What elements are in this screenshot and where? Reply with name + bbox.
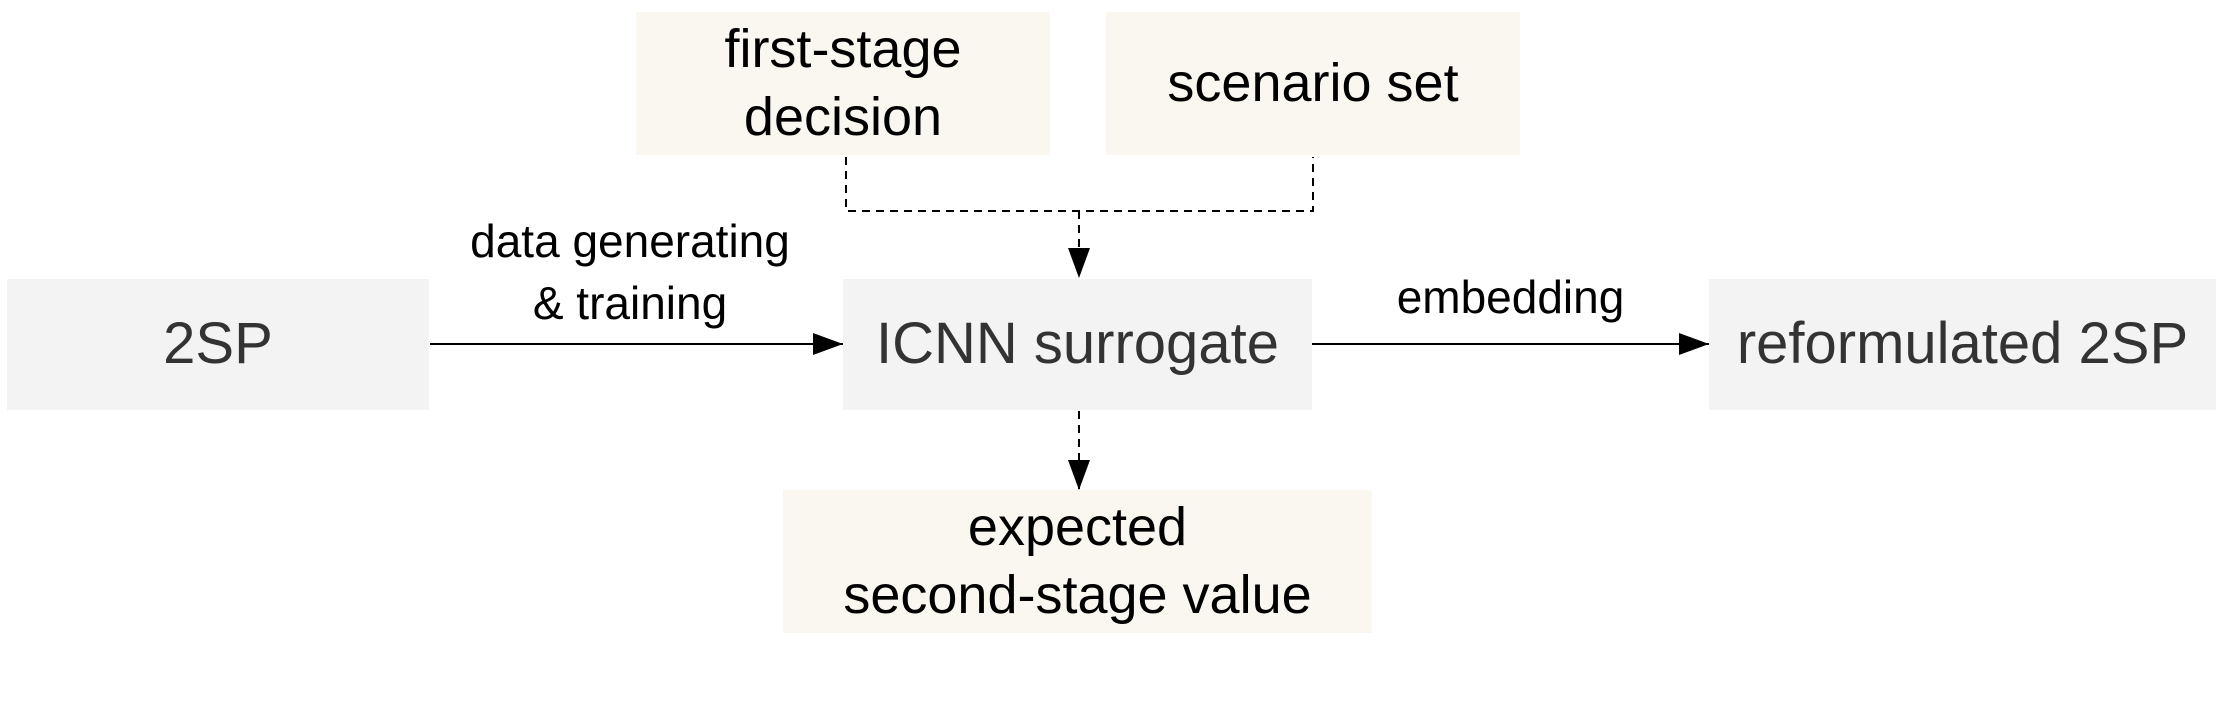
node-reformulated-2sp-label: reformulated 2SP — [1736, 311, 2189, 377]
edge-label-embedding: embedding — [1396, 271, 1625, 323]
node-2sp: 2SP — [7, 279, 429, 410]
node-scenario-set-label: scenario set — [1167, 52, 1459, 113]
node-first-stage-decision: first-stage decision — [636, 12, 1050, 155]
node-expected-second-stage-value-label: expected second-stage value — [843, 497, 1312, 625]
dashed-input-merge — [845, 157, 1314, 212]
node-icnn-surrogate: ICNN surrogate — [843, 279, 1312, 410]
node-first-stage-decision-label: first-stage decision — [724, 19, 962, 147]
node-icnn-surrogate-label: ICNN surrogate — [876, 311, 1279, 377]
edge-label-training: data generating & training — [470, 215, 790, 330]
node-expected-second-stage-value: expected second-stage value — [783, 490, 1372, 633]
node-scenario-set: scenario set — [1106, 12, 1520, 155]
node-reformulated-2sp: reformulated 2SP — [1709, 279, 2216, 410]
node-2sp-label: 2SP — [163, 311, 273, 377]
